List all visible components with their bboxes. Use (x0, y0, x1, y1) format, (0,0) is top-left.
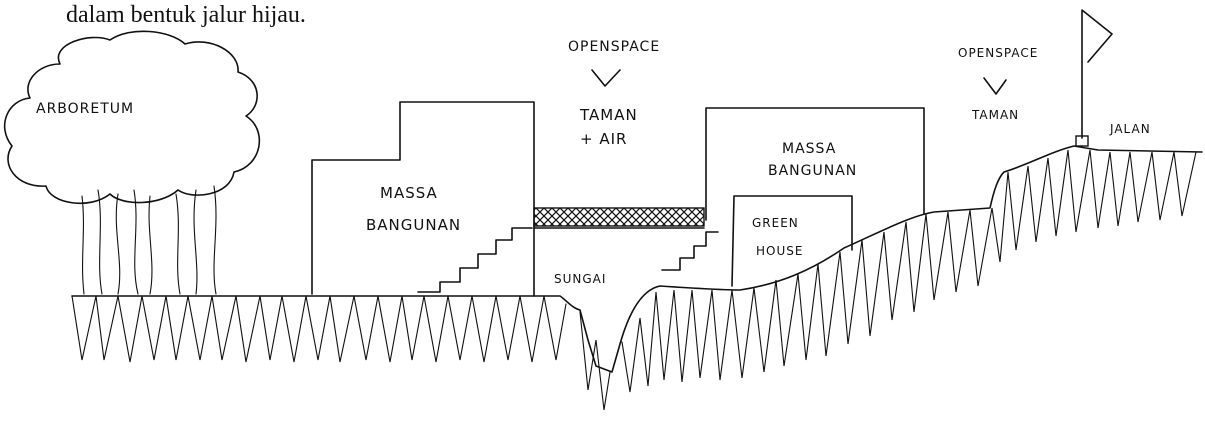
massa-bangunan-right (705, 107, 925, 221)
label-taman-air-1: TAMAN (580, 106, 638, 124)
arrow-openspace-right (983, 77, 1007, 95)
label-arboretum: ARBORETUM (36, 101, 135, 117)
label-massa-right-1: MASSA (782, 141, 837, 157)
label-taman-air-2: + AIR (580, 130, 628, 148)
caption-text: dalam bentuk jalur hijau. (66, 2, 306, 28)
label-openspace-right: OPENSPACE (958, 46, 1039, 60)
soil-texture (71, 149, 1197, 411)
green-house (731, 195, 853, 287)
hatched-deck (533, 207, 705, 227)
label-taman-right: TAMAN (972, 108, 1020, 122)
label-massa-left-2: BANGUNAN (366, 216, 462, 234)
massa-bangunan-left (311, 101, 535, 297)
label-massa-right-2: BANGUNAN (768, 163, 858, 179)
stairs-left (417, 227, 533, 293)
label-jalan: JALAN (1110, 122, 1151, 136)
label-openspace-center: OPENSPACE (568, 39, 661, 55)
tree-trunks (81, 185, 217, 295)
arrow-openspace-center (591, 69, 621, 87)
flag-base (1075, 135, 1089, 147)
label-green-house-1: GREEN (752, 216, 799, 230)
tree-canopy (3, 30, 261, 205)
terrain-line (71, 145, 1203, 373)
flag-pole (1081, 9, 1113, 139)
label-green-house-2: HOUSE (756, 244, 804, 258)
stairs-right (661, 231, 719, 271)
label-massa-left-1: MASSA (380, 184, 438, 202)
label-sungai: SUNGAI (554, 272, 607, 286)
